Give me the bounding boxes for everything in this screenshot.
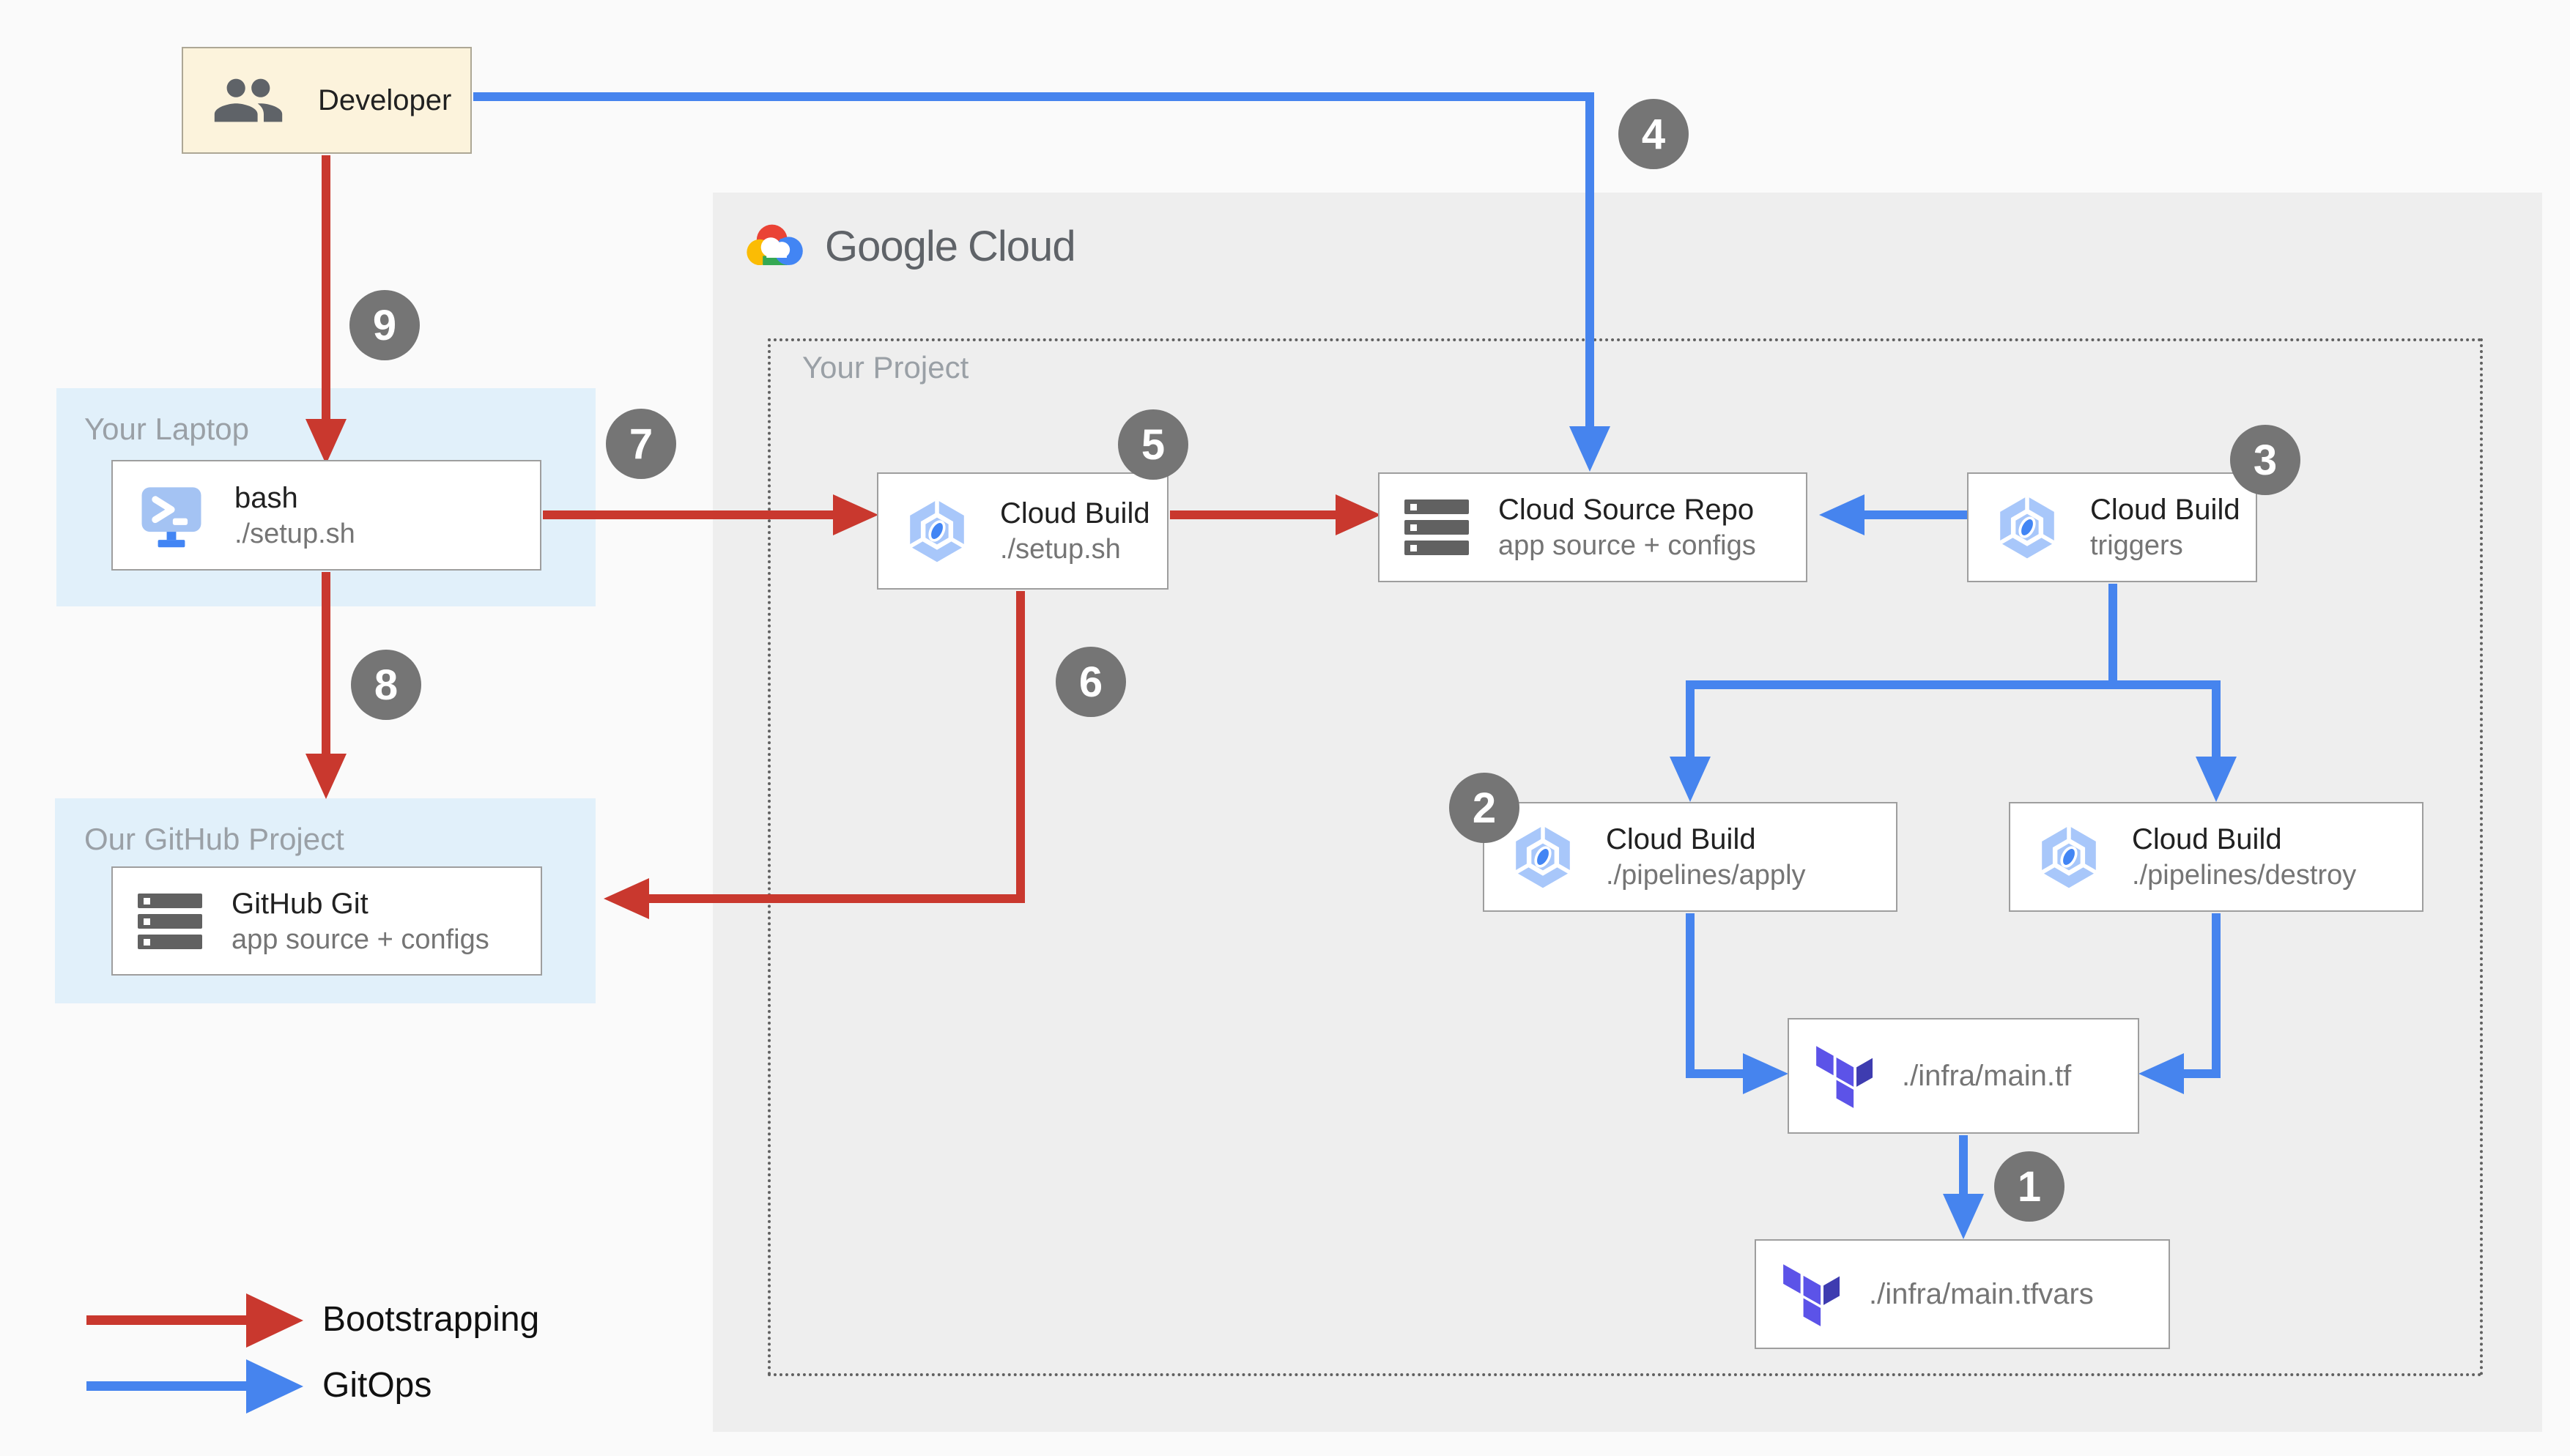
gitops-arrow-developer-to-repo-hline bbox=[473, 92, 1594, 101]
bootstrap-arrow-bash-to-github-head bbox=[305, 754, 347, 799]
node-subtitle: ./setup.sh bbox=[1000, 534, 1121, 565]
bootstrap-arrow-developer-to-laptop-head bbox=[305, 419, 347, 464]
cloud-build-icon bbox=[1509, 823, 1577, 891]
bootstrap-arrow-cloudbuild-to-github-vline bbox=[1016, 591, 1025, 903]
legend-bootstrapping-line bbox=[86, 1315, 248, 1325]
step-badge-2: 2 bbox=[1449, 773, 1519, 843]
bootstrap-arrow-cloudbuild-to-github-hline bbox=[648, 894, 1025, 903]
your-project-label: Your Project bbox=[802, 350, 969, 385]
legend-bootstrapping-arrowhead bbox=[246, 1293, 303, 1348]
cloud-build-apply-node: Cloud Build ./pipelines/apply bbox=[1483, 802, 1897, 912]
gitops-arrow-maintf-to-tfvars-line bbox=[1959, 1135, 1968, 1195]
bootstrap-arrow-bash-to-cloudbuild-head bbox=[833, 494, 878, 535]
step-badge-3: 3 bbox=[2230, 425, 2300, 495]
legend-gitops-label: GitOps bbox=[322, 1366, 432, 1405]
terraform-icon bbox=[1814, 1042, 1873, 1110]
node-title: Developer bbox=[318, 84, 452, 116]
node-title: Cloud Build bbox=[1606, 823, 1756, 855]
node-subtitle: app source + configs bbox=[1498, 530, 1756, 561]
step-badge-9: 9 bbox=[349, 290, 420, 360]
gitops-arrow-to-apply-vline bbox=[1686, 680, 1695, 758]
bootstrap-arrow-cloudbuild-to-repo-line bbox=[1170, 510, 1338, 519]
bash-node: bash ./setup.sh bbox=[111, 460, 541, 571]
node-title: bash bbox=[234, 481, 298, 514]
node-title: Cloud Build bbox=[2132, 823, 2282, 855]
gitops-arrow-apply-to-maintf-hline bbox=[1686, 1069, 1744, 1078]
step-badge-6: 6 bbox=[1056, 647, 1126, 717]
gitops-arrow-apply-to-maintf-vline bbox=[1686, 913, 1695, 1074]
node-subtitle: app source + configs bbox=[232, 924, 489, 955]
legend-gitops-line bbox=[86, 1381, 248, 1391]
node-title: Cloud Source Repo bbox=[1498, 494, 1755, 526]
node-title: GitHub Git bbox=[232, 887, 369, 920]
step-badge-4: 4 bbox=[1618, 99, 1689, 169]
terraform-icon bbox=[1781, 1260, 1840, 1328]
gitops-arrow-to-destroy-vline bbox=[2212, 680, 2221, 758]
node-subtitle: triggers bbox=[2090, 530, 2183, 561]
terminal-icon bbox=[138, 482, 205, 549]
cloud-build-setup-node: Cloud Build ./setup.sh bbox=[877, 472, 1169, 590]
gitops-arrow-developer-to-repo-head bbox=[1569, 426, 1610, 472]
cloud-build-triggers-node: Cloud Build triggers bbox=[1967, 472, 2257, 582]
people-group-icon bbox=[208, 70, 289, 131]
node-subtitle: ./pipelines/apply bbox=[1606, 860, 1806, 891]
node-title: ./infra/main.tf bbox=[1902, 1060, 2072, 1092]
step-badge-1: 1 bbox=[1994, 1151, 2064, 1222]
cloud-build-destroy-node: Cloud Build ./pipelines/destroy bbox=[2009, 802, 2423, 912]
step-badge-5: 5 bbox=[1118, 409, 1188, 480]
node-title: ./infra/main.tfvars bbox=[1869, 1278, 2094, 1310]
gitops-arrow-apply-to-maintf-head bbox=[1743, 1053, 1788, 1094]
cloud-build-icon bbox=[903, 497, 971, 565]
google-cloud-icon bbox=[744, 221, 806, 271]
cloud-build-icon bbox=[2035, 823, 2103, 891]
gitops-arrow-maintf-to-tfvars-head bbox=[1943, 1194, 1984, 1239]
bootstrap-arrow-cloudbuild-to-github-head bbox=[604, 878, 649, 919]
step-badge-7: 7 bbox=[606, 409, 676, 479]
gitops-arrow-destroy-to-maintf-vline bbox=[2212, 913, 2221, 1074]
bootstrap-arrow-developer-to-laptop-line bbox=[322, 155, 330, 420]
gitops-arrow-to-destroy-head bbox=[2196, 757, 2237, 802]
cloud-build-icon bbox=[1993, 494, 2061, 561]
node-title: Cloud Build bbox=[2090, 494, 2240, 526]
gitops-arrow-destroy-to-maintf-head bbox=[2138, 1053, 2184, 1094]
bootstrap-arrow-bash-to-cloudbuild-line bbox=[543, 510, 836, 519]
source-repo-icon bbox=[1404, 499, 1469, 555]
gitops-arrow-destroy-to-maintf-hline bbox=[2182, 1069, 2221, 1078]
gitops-arrow-developer-to-repo-vline bbox=[1585, 92, 1594, 428]
node-title: Cloud Build bbox=[1000, 497, 1150, 530]
step-badge-8: 8 bbox=[351, 650, 421, 720]
bootstrap-arrow-cloudbuild-to-repo-head bbox=[1336, 494, 1381, 535]
logo-brand-text: Google bbox=[825, 222, 958, 270]
legend-bootstrapping-label: Bootstrapping bbox=[322, 1300, 540, 1339]
gitops-arrow-triggers-to-repo-line bbox=[1864, 510, 1967, 519]
github-repo-icon bbox=[138, 893, 202, 949]
your-laptop-label: Your Laptop bbox=[84, 412, 249, 446]
logo-product-text: Cloud bbox=[968, 222, 1076, 270]
github-project-label: Our GitHub Project bbox=[84, 822, 344, 856]
legend-gitops-arrowhead bbox=[246, 1359, 303, 1414]
gitops-split-from-triggers-vline bbox=[2108, 584, 2117, 685]
infra-main-tfvars-node: ./infra/main.tfvars bbox=[1755, 1239, 2170, 1349]
node-subtitle: ./pipelines/destroy bbox=[2132, 860, 2357, 891]
bootstrap-arrow-bash-to-github-line bbox=[322, 572, 330, 755]
developer-node: Developer bbox=[182, 47, 472, 154]
node-subtitle: ./setup.sh bbox=[234, 518, 355, 549]
cloud-source-repo-node: Cloud Source Repo app source + configs bbox=[1378, 472, 1807, 582]
your-project-boundary bbox=[768, 338, 2483, 1376]
infra-main-tf-node: ./infra/main.tf bbox=[1788, 1018, 2139, 1134]
gitops-split-hline bbox=[1686, 680, 2221, 689]
github-git-node: GitHub Git app source + configs bbox=[111, 866, 542, 976]
gitops-arrow-triggers-to-repo-head bbox=[1819, 494, 1864, 535]
gitops-arrow-to-apply-head bbox=[1670, 757, 1711, 802]
